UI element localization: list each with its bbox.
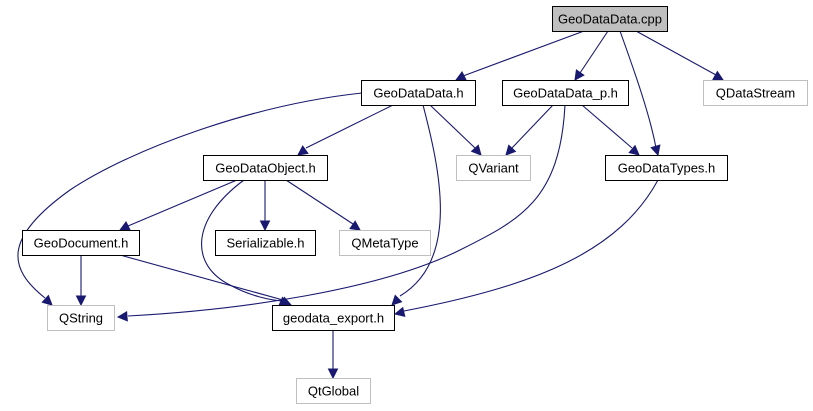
- edge-line: [17, 92, 363, 299]
- edge-cpp-to-types: [619, 30, 661, 157]
- edge-line: [511, 104, 554, 149]
- node-qmt: QMetaType: [339, 230, 431, 256]
- node-box: [296, 378, 371, 404]
- node-box: [456, 155, 531, 181]
- node-label: QString: [59, 311, 103, 326]
- node-label: Serializable.h: [226, 236, 304, 251]
- node-ser[interactable]: Serializable.h: [215, 230, 316, 256]
- node-box: [502, 80, 629, 106]
- edge-line: [635, 30, 717, 76]
- node-box: [552, 6, 668, 32]
- node-qstr: QString: [47, 305, 115, 331]
- node-box: [203, 155, 328, 181]
- edge-obj-to-ser: [259, 180, 271, 232]
- arrowhead-icon: [391, 294, 403, 306]
- arrowhead-icon: [574, 69, 585, 81]
- edge-h-to-qstr: [17, 92, 363, 306]
- edge-ph-to-qvar: [505, 104, 554, 156]
- arrowhead-icon: [393, 306, 406, 318]
- arrowhead-icon: [470, 144, 482, 156]
- node-label: QtGlobal: [308, 384, 359, 399]
- node-box: [339, 230, 431, 256]
- arrowhead-icon: [116, 310, 128, 322]
- edge-line: [285, 179, 354, 225]
- node-box: [272, 305, 395, 331]
- node-doc[interactable]: GeoDocument.h: [22, 230, 140, 256]
- node-label: GeoDataData.cpp: [558, 12, 662, 27]
- edge-line: [119, 254, 284, 301]
- edge-cpp-to-ph: [574, 30, 609, 81]
- node-box: [703, 80, 808, 106]
- edge-cpp-to-h: [454, 30, 585, 81]
- node-ph[interactable]: GeoDataData_p.h: [502, 80, 629, 106]
- edge-line: [201, 179, 283, 302]
- arrowhead-icon: [712, 70, 724, 81]
- node-label: QMetaType: [351, 236, 418, 251]
- node-cpp[interactable]: GeoDataData.cpp: [552, 6, 668, 32]
- edge-cpp-to-qds: [635, 30, 724, 81]
- arrowhead-icon: [41, 294, 53, 306]
- edge-ph-to-qstr: [116, 104, 566, 322]
- node-box: [47, 305, 115, 331]
- edge-line: [581, 104, 633, 149]
- edge-ph-to-types: [581, 104, 640, 156]
- node-exp[interactable]: geodata_export.h: [272, 305, 395, 331]
- edge-h-to-exp: [391, 104, 441, 306]
- node-label: geodata_export.h: [283, 311, 384, 326]
- edge-line: [305, 104, 394, 149]
- edge-exp-to-qtg: [327, 330, 339, 380]
- edge-line: [429, 104, 476, 149]
- node-h[interactable]: GeoDataData.h: [361, 80, 476, 106]
- node-label: GeoDataObject.h: [215, 161, 315, 176]
- arrowhead-icon: [327, 368, 339, 380]
- arrowhead-icon: [454, 71, 467, 81]
- node-label: GeoDataData.h: [373, 86, 463, 101]
- arrowhead-icon: [628, 144, 640, 156]
- node-qtg: QtGlobal: [296, 378, 371, 404]
- edge-obj-to-qmt: [285, 179, 361, 231]
- edge-line: [462, 30, 585, 77]
- node-label: GeoDataData_p.h: [513, 86, 618, 101]
- edge-line: [579, 30, 609, 74]
- node-label: GeoDocument.h: [34, 236, 129, 251]
- edge-line: [399, 104, 441, 297]
- edge-doc-to-qstr: [75, 255, 87, 307]
- node-box: [22, 230, 140, 256]
- edge-line: [127, 104, 566, 317]
- edge-h-to-qvar: [429, 104, 482, 156]
- node-label: QDataStream: [716, 86, 795, 101]
- edge-obj-to-doc: [119, 179, 238, 231]
- arrowhead-icon: [297, 145, 309, 156]
- arrowhead-icon: [75, 295, 87, 307]
- node-qds: QDataStream: [703, 80, 808, 106]
- arrowhead-icon: [259, 220, 271, 232]
- arrowhead-icon: [119, 221, 131, 231]
- edge-types-to-exp: [393, 179, 659, 318]
- node-label: QVariant: [468, 161, 519, 176]
- edge-h-to-obj: [297, 104, 394, 156]
- node-box: [605, 155, 728, 181]
- node-label: GeoDataTypes.h: [618, 161, 716, 176]
- edge-line: [403, 179, 659, 312]
- arrowhead-icon: [650, 144, 661, 157]
- node-qvar: QVariant: [456, 155, 531, 181]
- edge-line: [127, 179, 238, 227]
- arrowhead-icon: [349, 220, 361, 231]
- node-obj[interactable]: GeoDataObject.h: [203, 155, 328, 181]
- node-box: [215, 230, 316, 256]
- edge-line: [619, 30, 657, 149]
- node-types[interactable]: GeoDataTypes.h: [605, 155, 728, 181]
- arrowhead-icon: [505, 144, 517, 156]
- node-box: [361, 80, 476, 106]
